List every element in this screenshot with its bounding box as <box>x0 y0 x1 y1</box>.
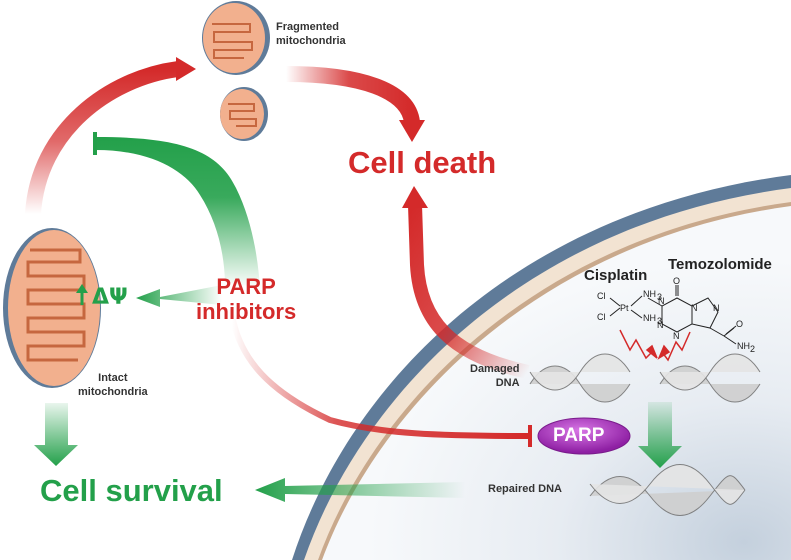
svg-text:N: N <box>713 303 720 313</box>
dna-death-arrow <box>408 204 530 379</box>
svg-text:NH: NH <box>643 313 656 323</box>
repaired-dna-helix <box>589 464 746 516</box>
cell-death-label: Cell death <box>348 145 497 180</box>
cisplatin-label: Cisplatin <box>584 267 648 284</box>
death-arrow <box>285 66 420 124</box>
svg-text:Cl: Cl <box>597 291 606 301</box>
parp-enzyme <box>537 417 631 455</box>
delta-psi-label: ΔΨ <box>92 285 128 310</box>
intact-mitochondrion <box>3 228 101 388</box>
temozolomide-structure <box>647 285 737 345</box>
svg-text:NH: NH <box>737 341 750 351</box>
up-arrow-icon <box>76 284 88 305</box>
repair-arrow <box>638 402 682 468</box>
svg-text:3: 3 <box>657 292 662 302</box>
svg-text:N: N <box>658 296 665 306</box>
svg-text:NH: NH <box>643 289 656 299</box>
fragmented-mitochondrion-large <box>202 1 270 75</box>
cell-survival-label: Cell survival <box>40 473 223 508</box>
fragmented-mitochondria-label: Fragmented mitochondria <box>276 21 346 47</box>
parp-inhibition-band <box>229 314 529 439</box>
svg-text:2: 2 <box>750 344 755 354</box>
repaired-survival-arrow <box>255 478 465 502</box>
svg-text:3: 3 <box>657 316 662 326</box>
temozolomide-label: Temozolomide <box>668 256 772 273</box>
intact-mitochondria-label: Intact mitochondria <box>78 372 148 398</box>
svg-text:Cl: Cl <box>597 312 606 322</box>
svg-text:O: O <box>736 319 743 329</box>
svg-text:N: N <box>657 320 664 330</box>
fragmented-mitochondrion-small <box>220 87 268 141</box>
cisplatin-structure: Cl Cl Pt NH 3 NH 3 <box>597 289 662 326</box>
damaged-dna-helix <box>529 353 761 403</box>
fragmentation-arrow <box>25 61 180 215</box>
repaired-dna-label: Repaired DNA <box>488 483 562 495</box>
svg-text:Pt: Pt <box>620 303 629 313</box>
delta-psi-arrow <box>136 285 222 307</box>
parp-inhibitors-label: PARP inhibitors <box>196 274 297 324</box>
temozolomide-labels: O N N N N N O NH 2 <box>657 276 755 354</box>
damage-zigzag-arrows <box>619 329 691 362</box>
svg-text:N: N <box>691 303 698 313</box>
parp-label: PARP <box>553 425 605 446</box>
svg-text:N: N <box>673 331 680 341</box>
survival-arrow <box>34 403 78 466</box>
svg-text:O: O <box>673 276 680 286</box>
inhibition-band <box>96 137 260 288</box>
damaged-dna-label: Damaged DNA <box>470 363 520 389</box>
